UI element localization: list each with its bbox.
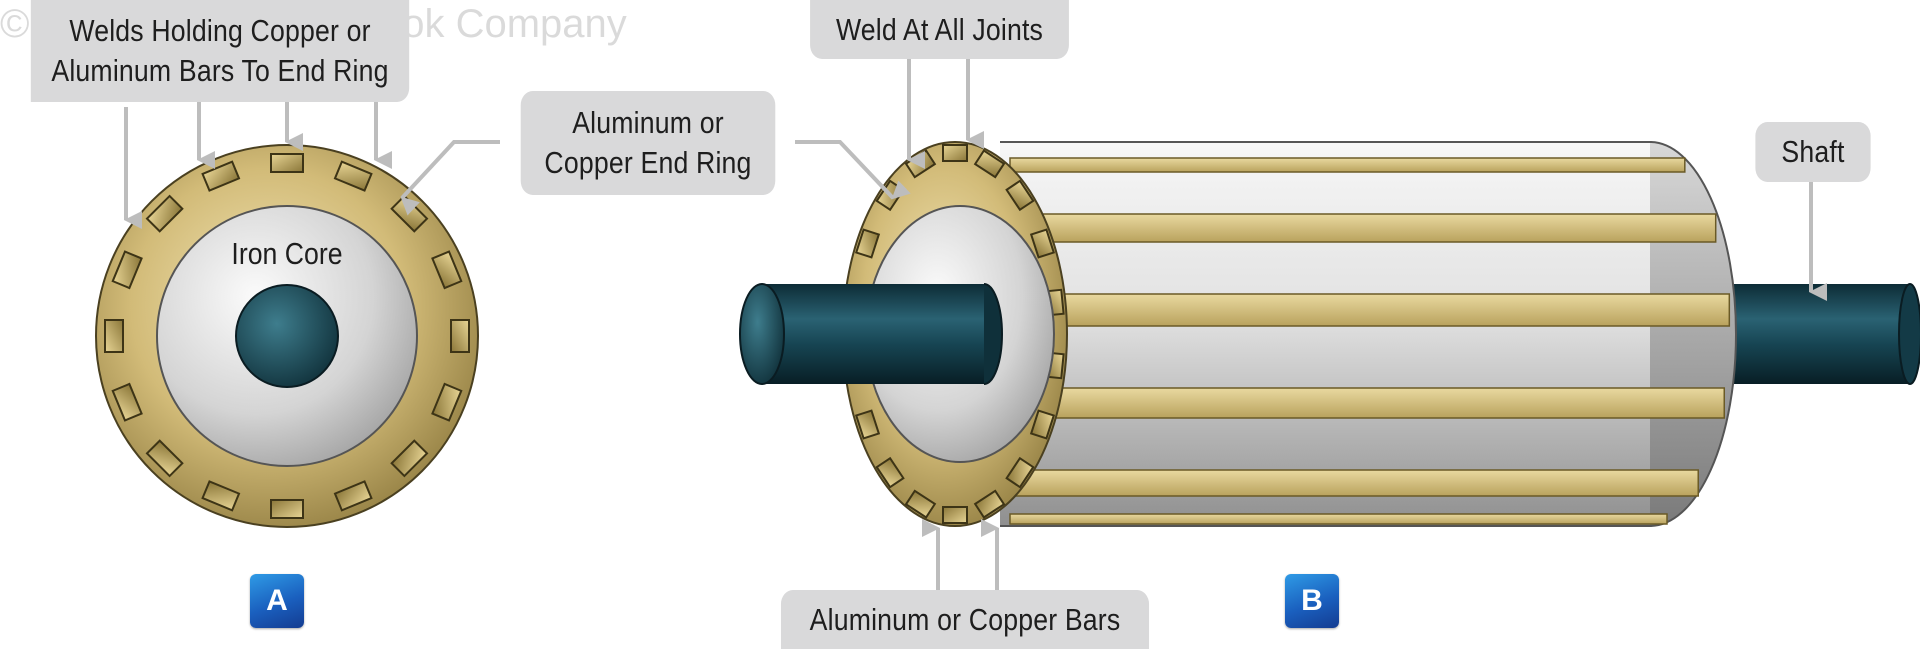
- end-ring-label-line1: Aluminum or: [572, 105, 724, 140]
- shaft-text: Shaft: [1781, 134, 1845, 169]
- badge-a: A: [250, 574, 304, 628]
- weld-tab: [201, 480, 241, 512]
- weld-tabs-a: [104, 153, 470, 519]
- badge-b: B: [1285, 574, 1339, 628]
- welds-label: Welds Holding Copper or Aluminum Bars To…: [30, 0, 410, 102]
- end-ring-label-line2: Copper End Ring: [544, 145, 752, 180]
- weld-tab: [104, 319, 124, 353]
- iron-core-label: Iron Core: [231, 236, 343, 271]
- weld-tab: [450, 319, 470, 353]
- weld-tab: [973, 489, 1006, 519]
- end-view-a: [95, 144, 479, 528]
- conductor-bar: [1009, 387, 1726, 419]
- conductor-bar: [1009, 293, 1731, 327]
- weld-tab: [111, 250, 143, 290]
- weld-tab: [1005, 456, 1035, 489]
- weld-tab: [333, 160, 373, 192]
- weld-tab: [333, 480, 373, 512]
- shaft-label: Shaft: [1755, 122, 1871, 182]
- weld-tab: [270, 499, 304, 519]
- weld-tab: [1029, 228, 1056, 259]
- weld-tab: [431, 382, 463, 422]
- rotor-barrel: [1000, 142, 1650, 526]
- weld-joints-label: Weld At All Joints: [810, 0, 1069, 59]
- weld-tab: [145, 194, 184, 233]
- end-ring-label: Aluminum or Copper End Ring: [520, 91, 776, 195]
- conductor-bar: [1009, 469, 1699, 497]
- shaft-end-a: [235, 284, 339, 388]
- weld-tab: [145, 439, 184, 478]
- shaft-left: [762, 284, 984, 384]
- weld-tab: [431, 250, 463, 290]
- conductor-bar: [1009, 213, 1717, 243]
- conductor-bars: [1009, 157, 1731, 525]
- weld-tab: [854, 409, 881, 440]
- weld-tab: [111, 382, 143, 422]
- shaft-end-b: [739, 283, 785, 385]
- weld-tab: [1029, 409, 1056, 440]
- weld-tab: [1005, 179, 1035, 212]
- rotor-b: [739, 141, 1920, 527]
- weld-tab: [854, 228, 881, 259]
- weld-tab: [875, 456, 905, 489]
- weld-tab: [942, 506, 968, 524]
- weld-tab: [390, 439, 429, 478]
- welds-label-line1: Welds Holding Copper or: [69, 13, 371, 48]
- weld-joints-text: Weld At All Joints: [835, 11, 1044, 47]
- welds-label-line2: Aluminum Bars To End Ring: [51, 53, 389, 88]
- bars-text: Aluminum or Copper Bars: [809, 601, 1121, 637]
- weld-tab: [904, 489, 937, 519]
- conductor-bar: [1009, 513, 1668, 525]
- weld-tabs-b: [845, 144, 1065, 524]
- weld-tab: [942, 144, 968, 162]
- weld-tab: [973, 149, 1006, 179]
- bars-label: Aluminum or Copper Bars: [780, 590, 1150, 649]
- weld-tab: [201, 160, 241, 192]
- weld-tab: [270, 153, 304, 173]
- leader-arrows: [124, 57, 1827, 590]
- conductor-bar: [1009, 157, 1686, 173]
